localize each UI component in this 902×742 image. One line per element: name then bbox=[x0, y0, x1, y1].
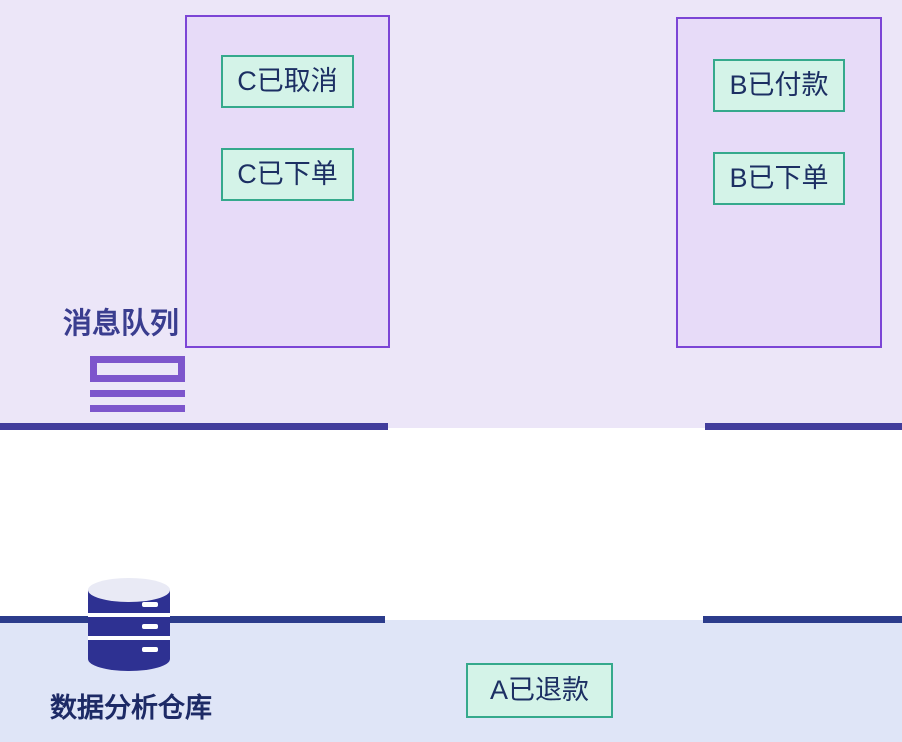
message-queue-icon bbox=[90, 356, 185, 412]
message-box: B已下单 bbox=[713, 152, 845, 205]
top-separator-line-left bbox=[0, 423, 388, 430]
message-box: C已取消 bbox=[221, 55, 354, 108]
message-queue-label: 消息队列 bbox=[63, 308, 180, 340]
message-box: B已付款 bbox=[713, 59, 845, 112]
message-box-refund: A已退款 bbox=[466, 663, 614, 718]
data-warehouse-label: 数据分析仓库 bbox=[50, 693, 212, 723]
queue-frame-shape bbox=[90, 356, 185, 382]
top-separator-line-right bbox=[705, 423, 902, 430]
message-box: C已下单 bbox=[221, 148, 354, 201]
queue-bar-shape bbox=[90, 405, 185, 412]
queue-container-b: B已付款 B已下单 bbox=[676, 17, 882, 348]
bottom-separator-line-left bbox=[0, 616, 385, 623]
queue-container-c: C已取消 C已下单 bbox=[185, 15, 390, 348]
bottom-separator-line-right bbox=[703, 616, 902, 623]
database-icon bbox=[88, 578, 170, 671]
queue-bar-shape bbox=[90, 390, 185, 397]
